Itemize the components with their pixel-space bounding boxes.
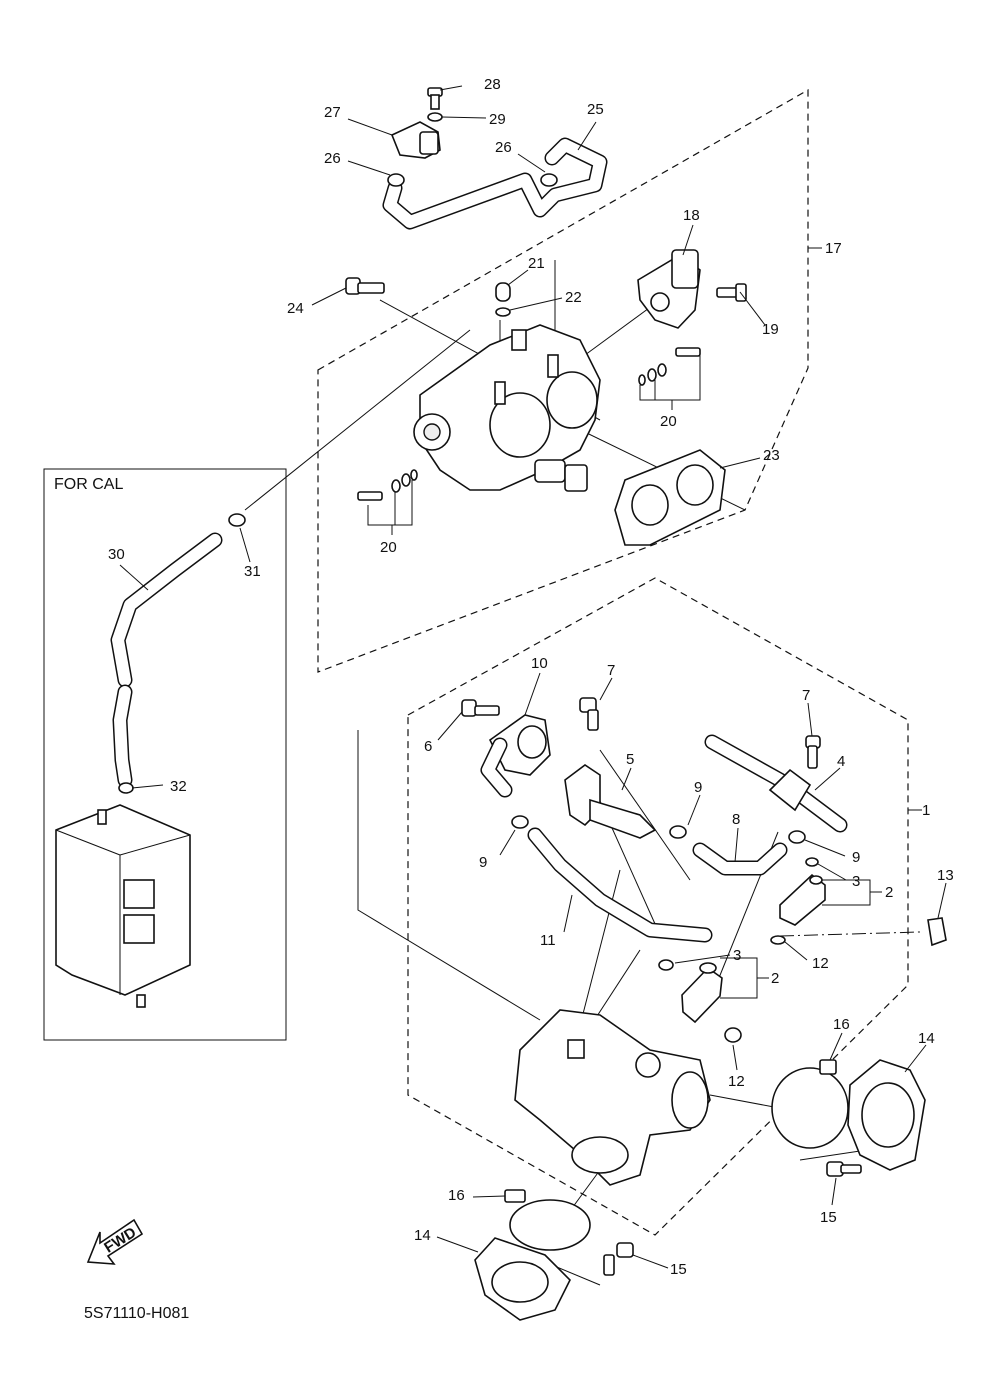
clamp-16-right: [771, 1059, 849, 1149]
sensor-18: [637, 249, 701, 329]
clamp-16-lower: [504, 1189, 591, 1251]
callout-5: 5: [626, 751, 634, 768]
bolt-7-left: [579, 697, 599, 731]
throttle-body-assembly: [413, 324, 601, 492]
callout-4: 4: [837, 753, 845, 770]
callout-30: 30: [108, 546, 125, 563]
bolt-6: [461, 699, 500, 717]
callout-3-upper: 3: [852, 873, 860, 890]
callout-21: 21: [528, 255, 545, 272]
callout-15-right: 15: [820, 1209, 837, 1226]
hose-11: [527, 827, 713, 943]
for-cal-title: FOR CAL: [54, 476, 123, 493]
sensor-27: [390, 121, 441, 159]
callout-23: 23: [763, 447, 780, 464]
screw-set-20-upper: [638, 347, 701, 386]
callout-26-left: 26: [324, 150, 341, 167]
gasket-23: [614, 449, 726, 546]
callout-16-lower: 16: [448, 1187, 465, 1204]
delivery-pipe-4: [704, 734, 848, 833]
callout-11: 11: [540, 932, 556, 949]
callout-8: 8: [732, 811, 740, 828]
joint-14-lower: [474, 1237, 571, 1321]
diagram-code: 5S71110-H081: [84, 1305, 189, 1322]
bolt-7-right: [805, 735, 821, 769]
clip-22: [495, 307, 511, 317]
callout-15-lower: 15: [670, 1261, 687, 1278]
group-outline-intake: [407, 577, 909, 1236]
clamp-9-mid: [669, 825, 687, 839]
callout-1: 1: [922, 802, 930, 819]
callout-14-lower: 14: [414, 1227, 431, 1244]
callout-9-left: 9: [479, 854, 487, 871]
callout-20-lower: 20: [380, 539, 397, 556]
callout-19: 19: [762, 321, 779, 338]
callout-14-right: 14: [918, 1030, 935, 1047]
injector-2-lower: [681, 962, 723, 1024]
callout-20-upper: 20: [660, 413, 677, 430]
clamp-31: [228, 513, 246, 527]
callout-31: 31: [244, 563, 261, 580]
clamp-9-left: [511, 815, 529, 829]
intake-manifold: [514, 1009, 711, 1186]
callout-28: 28: [484, 76, 501, 93]
o-ring-12-lower: [724, 1027, 742, 1043]
bolt-15-lower: [603, 1242, 634, 1276]
fwd-arrow-icon: FWD: [86, 1218, 144, 1265]
for-cal-box: [43, 468, 287, 1041]
joint-5: [564, 764, 657, 839]
callout-10: 10: [531, 655, 548, 672]
hose-8: [692, 842, 788, 876]
bolt-28: [427, 87, 443, 110]
hose-30: [110, 532, 223, 788]
callout-27: 27: [324, 104, 341, 121]
hose-25: [382, 137, 608, 230]
callout-29: 29: [489, 111, 506, 128]
group-outline-throttle-body: [317, 88, 809, 673]
callout-2-upper: 2: [885, 884, 893, 901]
callout-6: 6: [424, 738, 432, 755]
o-ring-12-upper: [770, 935, 786, 945]
callout-leaders: [119, 85, 947, 1269]
screw-set-20-lower: [357, 469, 418, 501]
callout-9-mid: 9: [694, 779, 702, 796]
callout-12-lower: 12: [728, 1073, 745, 1090]
callout-25: 25: [587, 101, 604, 118]
charcoal-canister: [55, 804, 191, 1008]
cap-21: [495, 282, 511, 302]
callout-13: 13: [937, 867, 954, 884]
clip-13: [927, 917, 947, 947]
callout-18: 18: [683, 207, 700, 224]
pressure-regulator-10: [480, 714, 551, 798]
callout-22: 22: [565, 289, 582, 306]
clamp-32: [118, 782, 134, 794]
bolt-24: [345, 277, 385, 295]
callout-9-right: 9: [852, 849, 860, 866]
joint-14-right: [847, 1059, 926, 1171]
callout-2-lower: 2: [771, 970, 779, 987]
screw-19: [716, 283, 747, 302]
clamp-9-right: [788, 830, 806, 844]
callout-32: 32: [170, 778, 187, 795]
clamp-26-right: [540, 173, 558, 187]
callout-7-left: 7: [607, 662, 615, 679]
callout-17: 17: [825, 240, 842, 257]
callout-26-right: 26: [495, 139, 512, 156]
bolt-15-right: [826, 1161, 862, 1177]
injector-2-upper: [779, 873, 826, 926]
callout-12-upper: 12: [812, 955, 829, 972]
washer-29: [427, 112, 443, 122]
callout-24: 24: [287, 300, 304, 317]
o-ring-3-upper: [805, 857, 819, 867]
clamp-26-left: [387, 173, 405, 187]
callout-16-right: 16: [833, 1016, 850, 1033]
callout-3-lower: 3: [733, 947, 741, 964]
callout-7-right: 7: [802, 687, 810, 704]
o-ring-3-lower: [658, 959, 674, 971]
callout-labels: 28 29 27 26 26 25 18 17 19 21 22 24 20 2…: [108, 76, 954, 1278]
